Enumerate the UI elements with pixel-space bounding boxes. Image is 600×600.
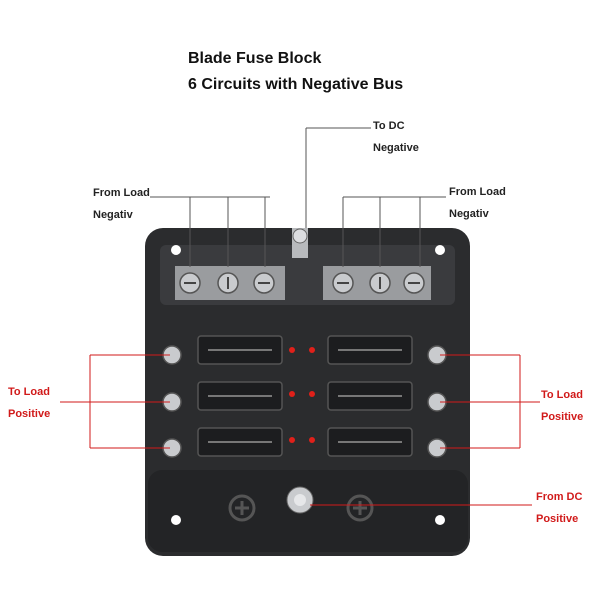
label-text: Positive xyxy=(8,408,51,420)
label-from-dc-positive: From DC Positive xyxy=(536,486,582,530)
label-to-load-positive-right: To Load Positive xyxy=(541,384,583,428)
label-text: To Load xyxy=(541,389,583,401)
title-line-2: 6 Circuits with Negative Bus xyxy=(188,76,404,93)
label-text: Negative xyxy=(373,142,419,154)
positive-leader-lines xyxy=(60,354,540,506)
label-text: To Load xyxy=(8,386,50,398)
label-from-load-negative-right: From Load Negativ xyxy=(449,181,506,225)
label-text: Negativ xyxy=(449,208,489,220)
fuse-leds xyxy=(289,347,315,443)
title-line-1: Blade Fuse Block xyxy=(188,50,322,67)
label-from-load-negative-left: From Load Negativ xyxy=(93,182,150,226)
label-text: From Load xyxy=(93,187,150,199)
label-text: To DC xyxy=(373,120,405,132)
label-text: From DC xyxy=(536,491,583,503)
leader-lines xyxy=(150,127,446,267)
label-to-dc-negative: To DC Negative xyxy=(373,115,419,159)
label-to-load-positive-left: To Load Positive xyxy=(8,381,50,425)
label-text: Positive xyxy=(536,513,579,525)
label-text: Positive xyxy=(541,411,584,423)
label-text: From Load xyxy=(449,186,506,198)
label-text: Negativ xyxy=(93,209,133,221)
